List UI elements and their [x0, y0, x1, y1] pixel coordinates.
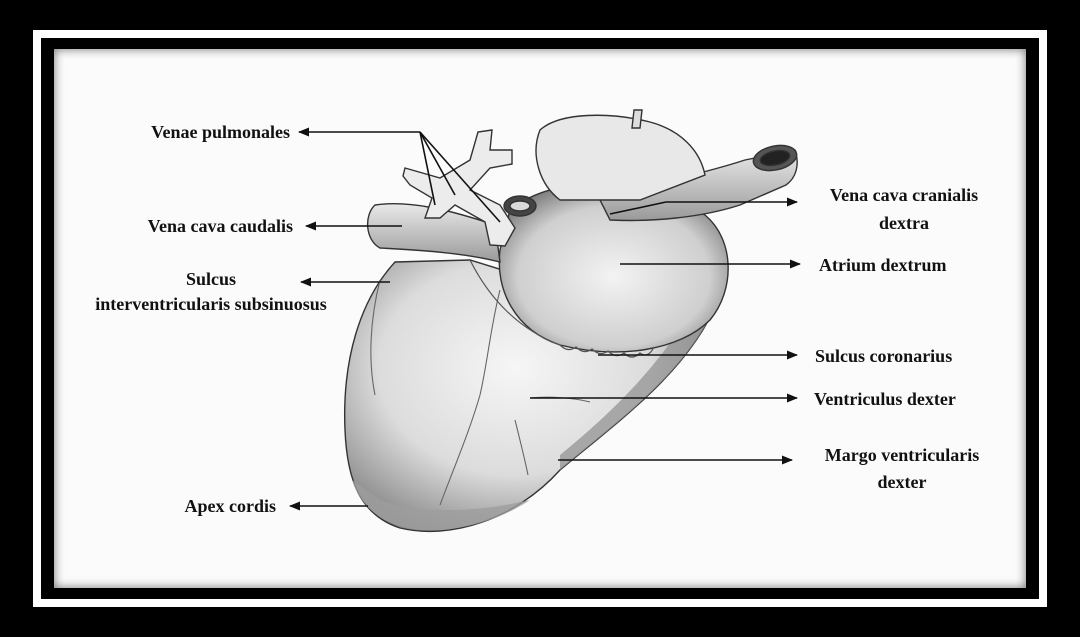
label-margo-line2: dexter [878, 472, 927, 492]
label-apex-cordis: Apex cordis [185, 496, 277, 516]
label-atrium-dextrum: Atrium dextrum [819, 255, 946, 275]
label-margo-line1: Margo ventricularis [825, 445, 979, 465]
label-vena-cava-cranialis-line1: Vena cava cranialis [830, 185, 978, 205]
label-sulcus-line1: Sulcus [186, 269, 236, 289]
label-vena-cava-cranialis-line2: dextra [879, 213, 929, 233]
small-vessel-stub [632, 110, 642, 128]
label-sulcus-line2: interventricularis subsinuosus [95, 294, 327, 314]
label-venae-pulmonales: Venae pulmonales [151, 122, 290, 142]
label-ventriculus-dexter: Ventriculus dexter [814, 389, 956, 409]
label-sulcus-coronarius: Sulcus coronarius [815, 346, 952, 366]
label-vena-cava-caudalis: Vena cava caudalis [148, 216, 293, 236]
pulmonary-vein-lumen [510, 201, 530, 211]
heart-illustration [345, 110, 799, 531]
